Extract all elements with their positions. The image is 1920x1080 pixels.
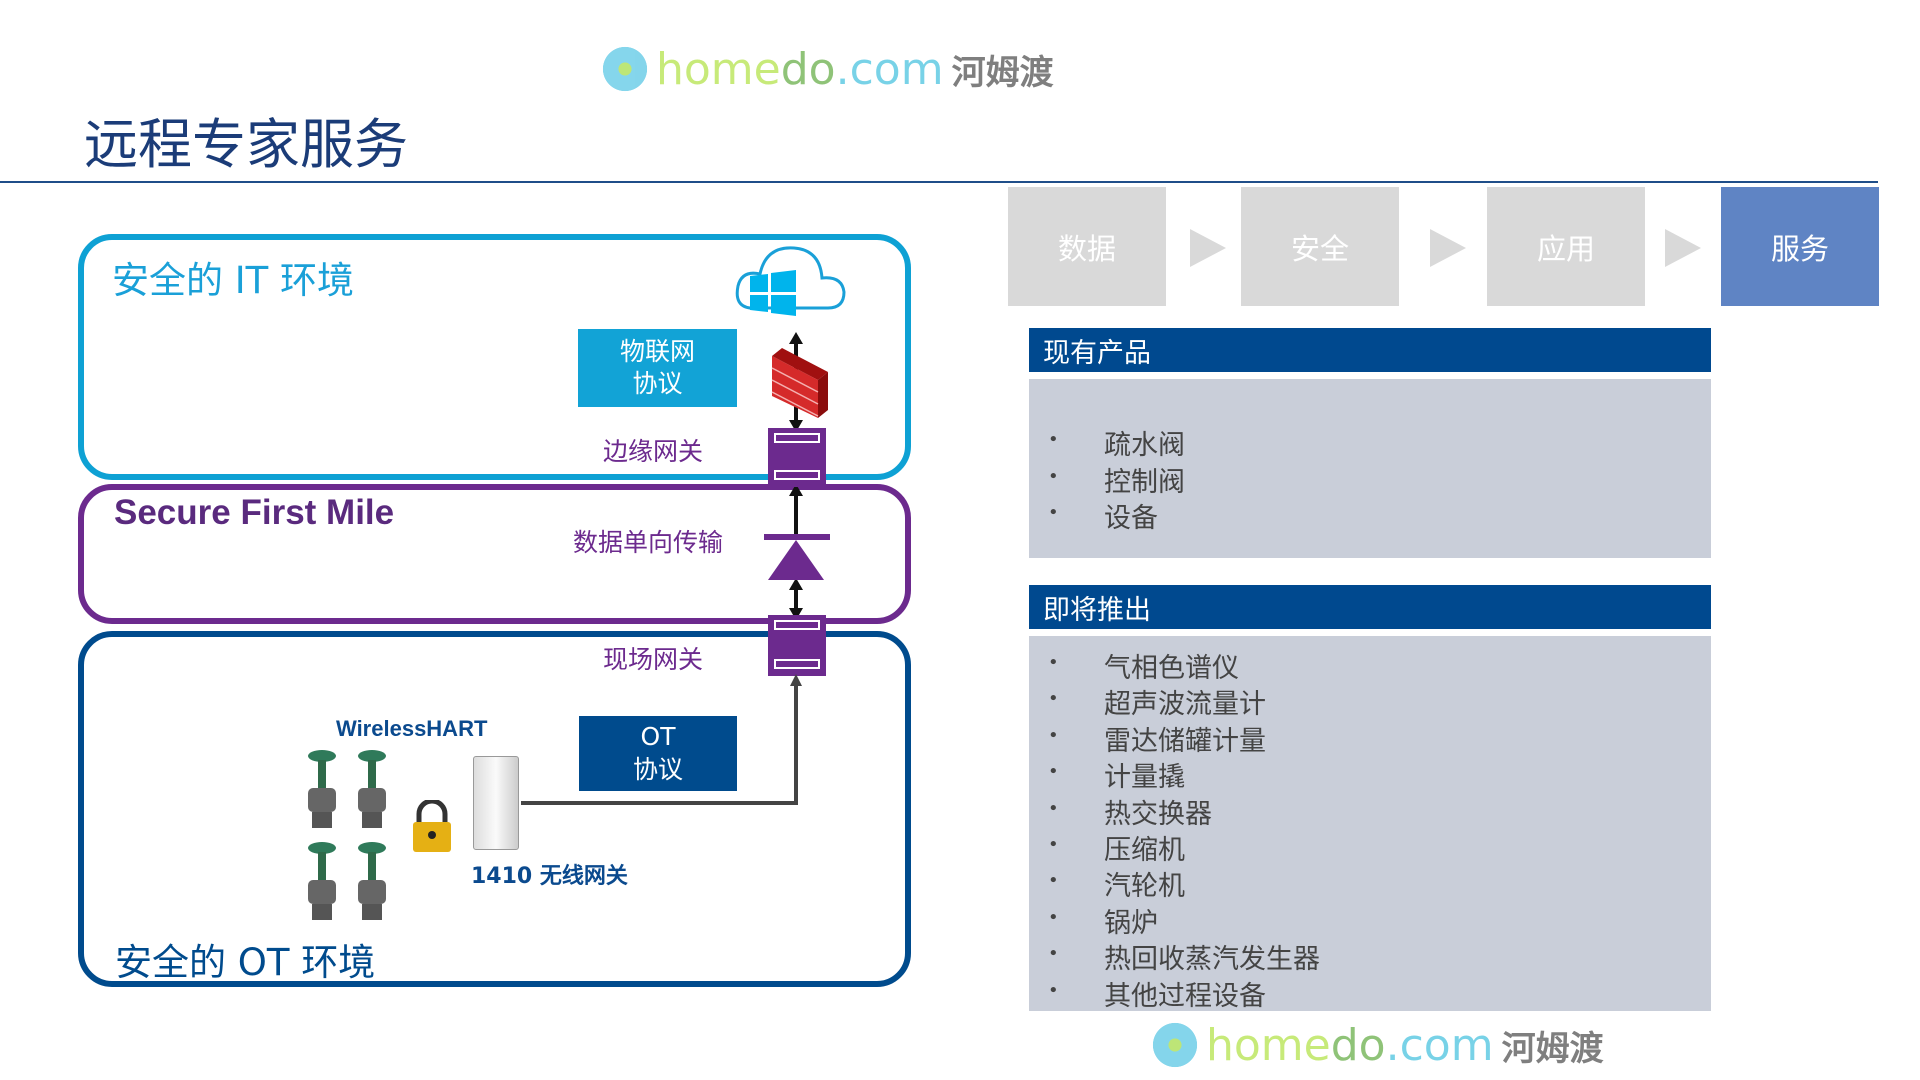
secure-first-mile-zone [78,484,911,624]
ot-zone-label: 安全的 OT 环境 [115,941,376,984]
arrow-right-icon [1190,229,1226,267]
step-security: 安全 [1241,187,1399,306]
cloud-windows-icon [735,246,846,316]
current-products-header: 现有产品 [1029,328,1711,372]
field-gateway-icon [768,615,826,676]
arrow-right-icon [1430,229,1466,267]
it-zone-label: 安全的 IT 环境 [112,259,355,302]
current-products-list: •疏水阀 •控制阀 •设备 [1029,379,1711,558]
step-application: 应用 [1487,187,1645,306]
iot-protocol-box: 物联网协议 [578,329,737,407]
upcoming-list: •气相色谱仪•超声波流量计•雷达储罐计量•计量撬•热交换器•压缩机•汽轮机•锅炉… [1029,636,1711,1012]
one-way-transfer-label: 数据单向传输 [573,528,724,557]
sfm-zone-label: Secure First Mile [114,493,395,532]
step-service: 服务 [1721,187,1879,306]
title-divider [0,181,1878,183]
ot-zone [78,631,911,987]
page-title: 远程专家服务 [84,113,408,176]
step-data: 数据 [1008,187,1166,306]
edge-gateway-label: 边缘网关 [603,437,704,466]
wireless-gateway-label: 1410 无线网关 [471,864,628,889]
wirelesshart-label: WirelessHART [336,716,488,741]
field-gateway-label: 现场网关 [603,645,704,674]
arrow-right-icon [1665,229,1701,267]
lock-icon [413,800,451,852]
homedo-logo-icon [600,44,650,94]
firewall-icon [771,348,828,418]
it-zone [78,234,911,480]
homedo-logo-icon [1150,1020,1200,1070]
wireless-gateway-device-icon [473,756,519,850]
data-diode-icon [764,534,830,580]
edge-gateway-icon [768,428,826,487]
upcoming-header: 即将推出 [1029,585,1711,629]
valve-icons [308,750,386,920]
ot-connection-line [521,674,802,805]
